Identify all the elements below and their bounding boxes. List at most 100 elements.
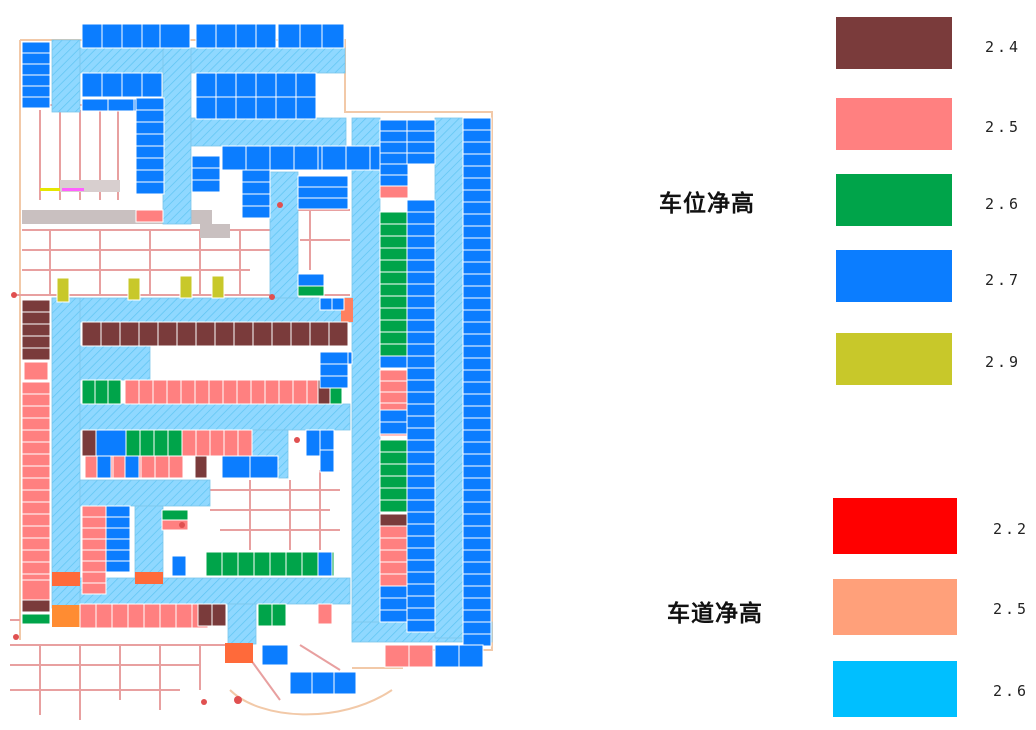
parking-stall — [125, 429, 141, 457]
parking-stall — [299, 23, 323, 49]
parking-stall — [135, 209, 164, 223]
parking-stall — [462, 153, 492, 167]
parking-stall — [81, 571, 107, 584]
parking-stall — [81, 23, 103, 49]
parking-stall — [269, 145, 295, 171]
parking-stall — [434, 644, 460, 668]
legend-swatch-space-2-9 — [836, 333, 952, 385]
parking-stall — [264, 379, 280, 405]
parking-stall — [379, 525, 408, 539]
parking-stall — [317, 551, 333, 577]
parking-stall — [379, 152, 409, 165]
parking-stall — [379, 355, 408, 369]
parking-stall — [269, 551, 287, 577]
parking-stall — [100, 321, 121, 347]
parking-stall — [462, 213, 492, 227]
parking-stall — [462, 225, 492, 239]
parking-stall — [195, 96, 217, 120]
parking-stall — [379, 513, 408, 527]
parking-stall — [21, 477, 51, 491]
parking-stall — [21, 417, 51, 431]
parking-stall — [205, 551, 223, 577]
parking-stall — [21, 63, 51, 76]
parking-stall — [21, 561, 51, 575]
parking-stall — [462, 333, 492, 347]
parking-stall — [135, 169, 165, 183]
legend-value-lane-2-2: 2.2 — [993, 520, 1030, 538]
parking-stall — [105, 516, 131, 529]
parking-stall — [379, 343, 408, 357]
parking-stall — [379, 141, 409, 154]
parking-stall — [319, 351, 349, 365]
parking-stall — [111, 603, 129, 629]
parking-stall — [101, 72, 123, 98]
parking-stall — [379, 319, 408, 333]
parking-stall — [139, 429, 155, 457]
parking-stall — [406, 199, 436, 213]
parking-stall — [21, 96, 51, 109]
parking-stall — [379, 380, 409, 393]
parking-stall — [21, 85, 51, 98]
parking-stall — [195, 429, 211, 457]
parking-stall — [462, 201, 492, 215]
parking-stall — [406, 523, 436, 537]
parking-stall — [215, 23, 237, 49]
parking-stall — [297, 197, 349, 210]
parking-stall — [119, 321, 140, 347]
parking-stall — [379, 549, 408, 563]
parking-stall — [297, 175, 349, 188]
parking-stall — [406, 571, 436, 585]
parking-stall — [21, 441, 51, 455]
parking-stall — [171, 555, 187, 577]
parking-stall — [333, 671, 357, 695]
parking-stall — [305, 429, 321, 457]
parking-stall — [406, 415, 436, 429]
parking-stall — [140, 455, 156, 479]
driving-lanes — [51, 39, 493, 645]
parking-stall — [379, 295, 408, 309]
parking-stall — [379, 537, 408, 551]
parking-stall — [319, 297, 333, 311]
parking-stall — [271, 321, 292, 347]
parking-stall — [462, 525, 492, 539]
parking-stall — [159, 603, 177, 629]
parking-stall — [101, 23, 123, 49]
parking-stall — [406, 535, 436, 549]
parking-stall — [406, 487, 436, 501]
parking-stall — [141, 23, 163, 49]
parking-stall — [107, 98, 135, 112]
parking-stall — [462, 585, 492, 599]
parking-stall — [406, 235, 436, 249]
parking-stall — [462, 141, 492, 155]
parking-stall — [21, 501, 51, 515]
parking-stall — [56, 277, 70, 303]
parking-stall — [255, 23, 277, 49]
legend-swatch-lane-2-2 — [833, 498, 957, 554]
parking-stall — [21, 393, 51, 407]
parking-stall — [250, 379, 266, 405]
parking-stall — [168, 455, 184, 479]
parking-stall — [121, 23, 143, 49]
parking-stall — [105, 560, 131, 573]
parking-stall — [21, 599, 51, 613]
parking-stall — [379, 283, 408, 297]
parking-stall — [462, 429, 492, 443]
parking-stall — [105, 505, 131, 518]
parking-stall — [379, 211, 408, 225]
parking-stall — [191, 155, 221, 169]
dashed-markings — [40, 188, 84, 191]
parking-stall — [166, 379, 182, 405]
parking-stall — [79, 603, 97, 629]
parking-stall — [138, 321, 159, 347]
parking-stall — [81, 379, 96, 405]
parking-stall — [21, 311, 51, 325]
parking-stall — [81, 516, 107, 529]
parking-stall — [462, 369, 492, 383]
parking-stall — [406, 295, 436, 309]
parking-stall — [21, 429, 51, 443]
parking-stall — [379, 331, 408, 345]
parking-stall — [406, 223, 436, 237]
parking-stall — [180, 379, 196, 405]
parking-stall — [379, 609, 408, 623]
parking-stall — [406, 211, 436, 225]
